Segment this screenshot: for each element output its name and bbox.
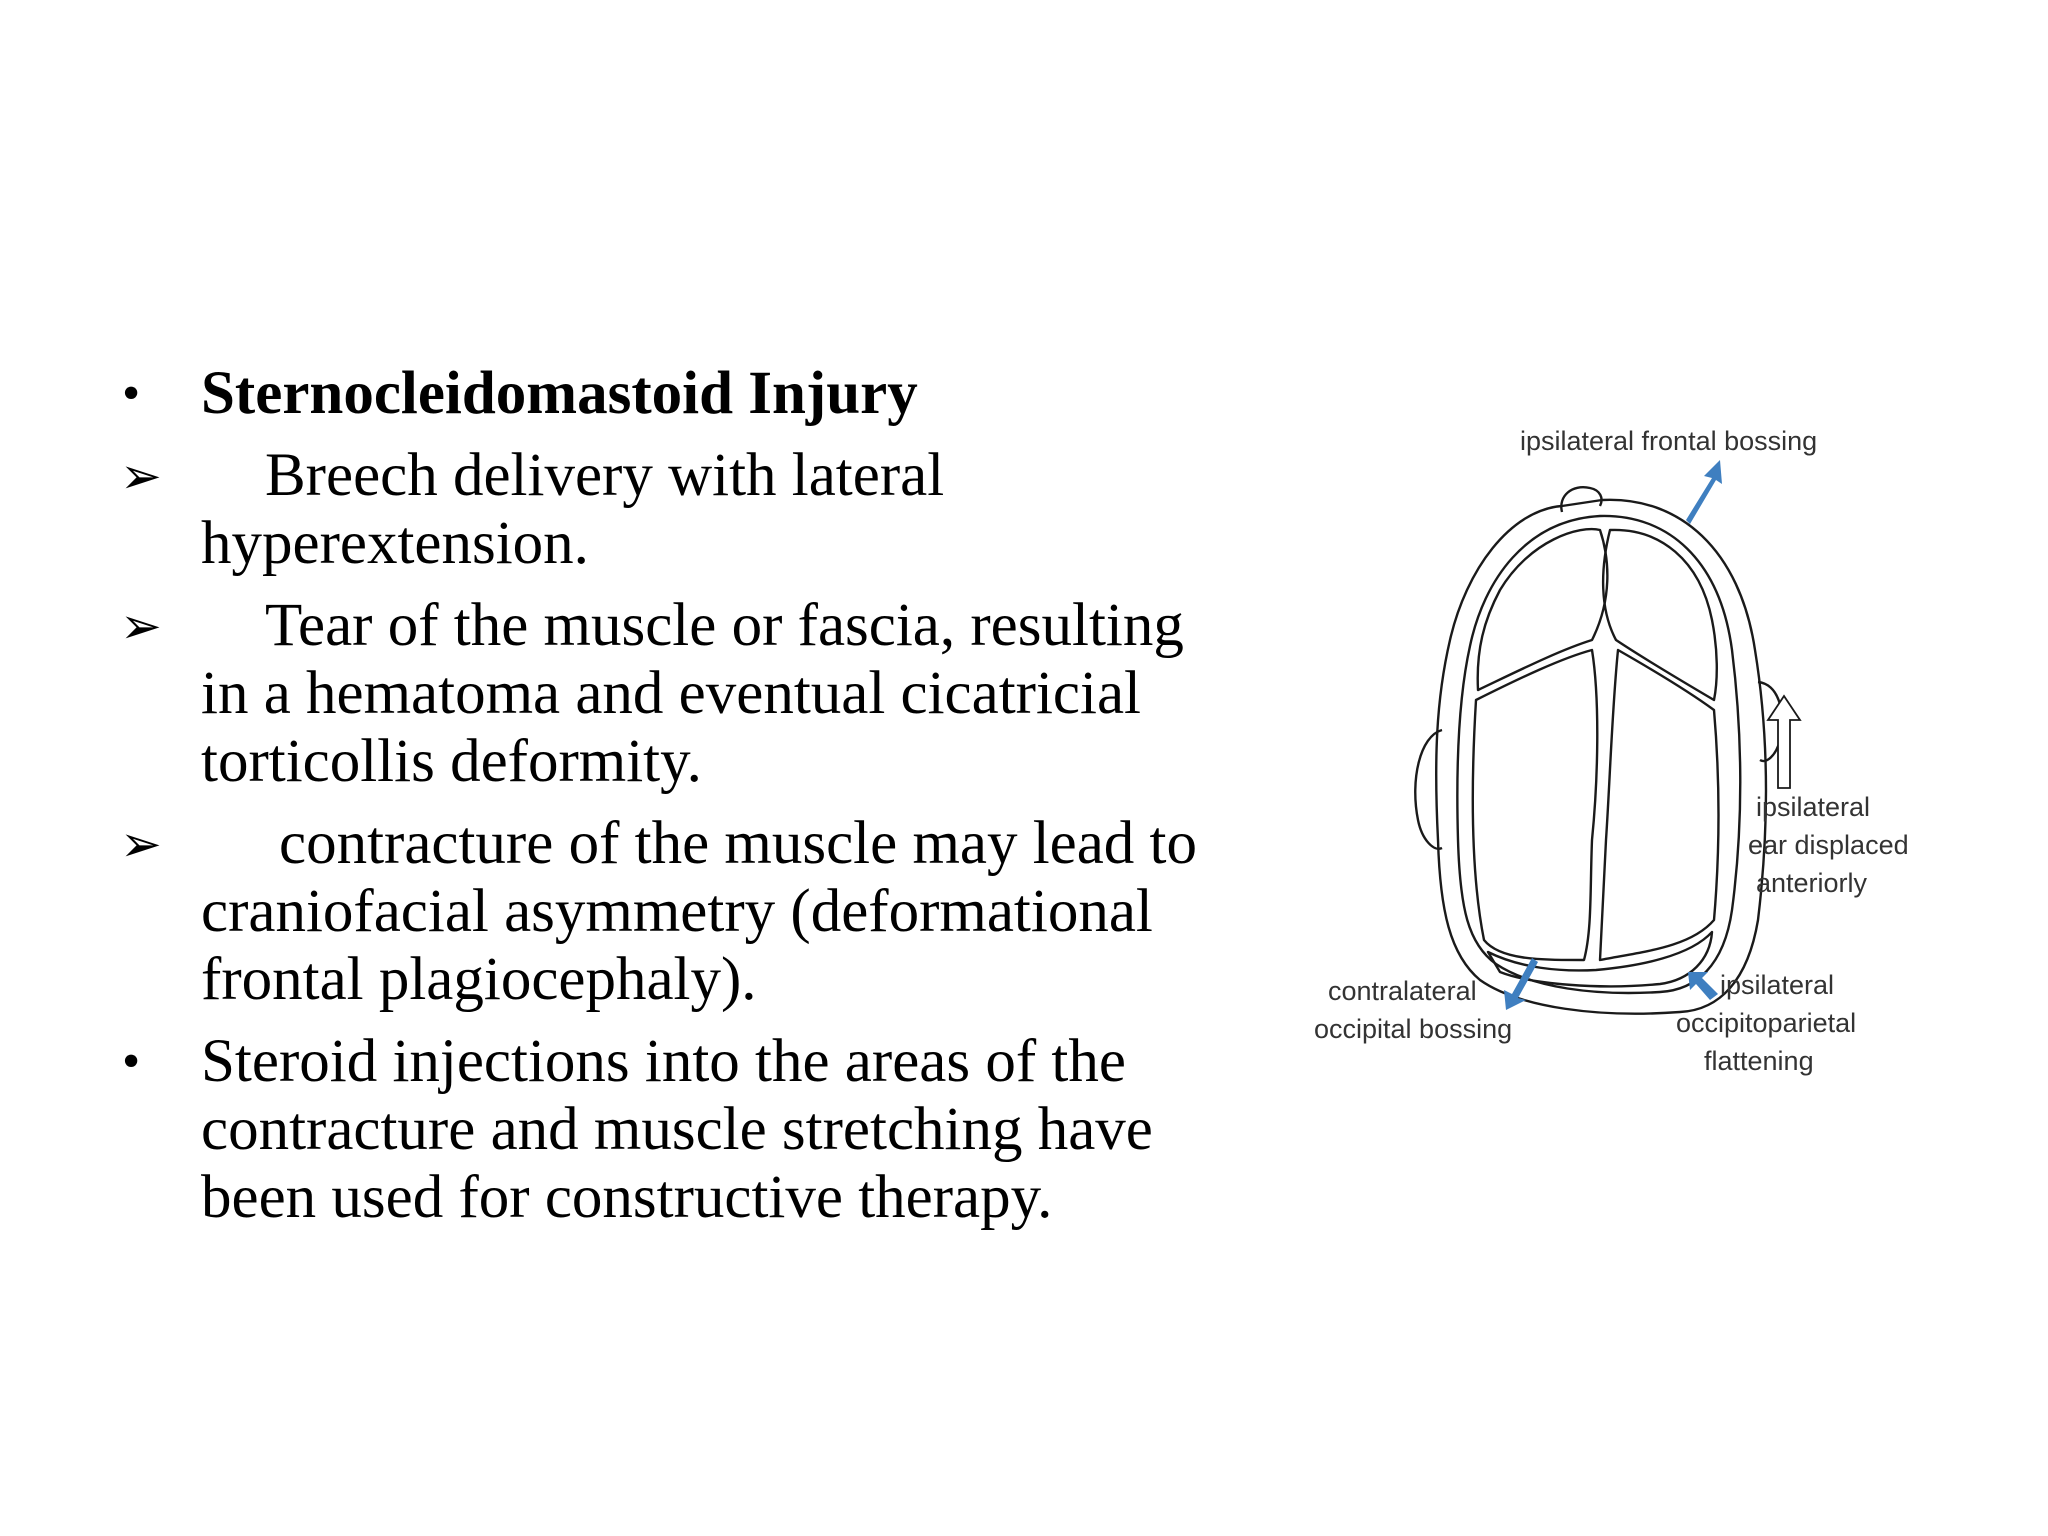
frontal-bone-right: [1601, 528, 1718, 702]
skull-outline: [1414, 486, 1784, 1015]
label-flattening-line3: flattening: [1704, 1046, 1814, 1076]
parietal-bone-right: [1598, 648, 1720, 962]
label-occ-bossing-line2: occipital bossing: [1314, 1014, 1512, 1044]
bullet-list: • Sternocleidomastoid Injury ➢ Breech de…: [118, 360, 1238, 1246]
list-item-tear: ➢ Tear of the muscle or fascia, resultin…: [118, 592, 1238, 796]
item-text: Breech delivery with lateral hyperextens…: [201, 442, 945, 577]
label-flattening-line1: ipsilateral: [1720, 970, 1834, 1000]
item-text: Tear of the muscle or fascia, resulting …: [201, 592, 1184, 795]
list-item-contracture: ➢ contracture of the muscle may lead to …: [118, 810, 1238, 1014]
bullet-marker: •: [122, 1033, 141, 1090]
item-text: contracture of the muscle may lead to cr…: [201, 810, 1198, 1013]
arrow-bullet-icon: ➢: [120, 448, 162, 504]
blue-arrows: [1504, 460, 1722, 1010]
list-item-breech: ➢ Breech delivery with lateral hyperexte…: [118, 442, 1238, 578]
inner-outline: [1456, 514, 1742, 995]
label-frontal-bossing: ipsilateral frontal bossing: [1520, 426, 1817, 456]
arrow-bullet-icon: ➢: [120, 598, 162, 654]
label-flattening-line2: occipitoparietal: [1676, 1008, 1856, 1038]
left-ear: [1414, 728, 1443, 850]
label-ear-line1: ipsilateral: [1756, 792, 1870, 822]
list-item-heading: • Sternocleidomastoid Injury: [118, 360, 1238, 428]
label-ear-line2: ear displaced: [1748, 830, 1909, 860]
bullet-marker: •: [122, 365, 141, 422]
plagiocephaly-skull-diagram: ipsilateral frontal bossing ipsilateral …: [1300, 400, 1920, 1100]
flattening-arrow-icon: [1688, 972, 1718, 1000]
heading-text: Sternocleidomastoid Injury: [201, 360, 918, 427]
frontal-bossing-arrow-icon: [1686, 460, 1722, 524]
frontal-bone-left: [1476, 527, 1609, 692]
occipital-bone: [1486, 930, 1714, 988]
label-occ-bossing-line1: contralateral: [1328, 976, 1477, 1006]
label-ear-line3: anteriorly: [1756, 868, 1868, 898]
skull-diagram-svg: ipsilateral frontal bossing ipsilateral …: [1314, 426, 1909, 1076]
arrow-bullet-icon: ➢: [120, 816, 162, 872]
list-item-steroid: • Steroid injections into the areas of t…: [118, 1028, 1238, 1232]
parietal-bone-left: [1471, 648, 1599, 962]
item-text: Steroid injections into the areas of the…: [201, 1028, 1153, 1231]
nose-shape: [1560, 486, 1603, 513]
ear-displaced-arrow-icon: [1766, 694, 1802, 789]
occipital-bossing-arrow-icon: [1504, 958, 1538, 1010]
head-outline: [1434, 498, 1768, 1015]
